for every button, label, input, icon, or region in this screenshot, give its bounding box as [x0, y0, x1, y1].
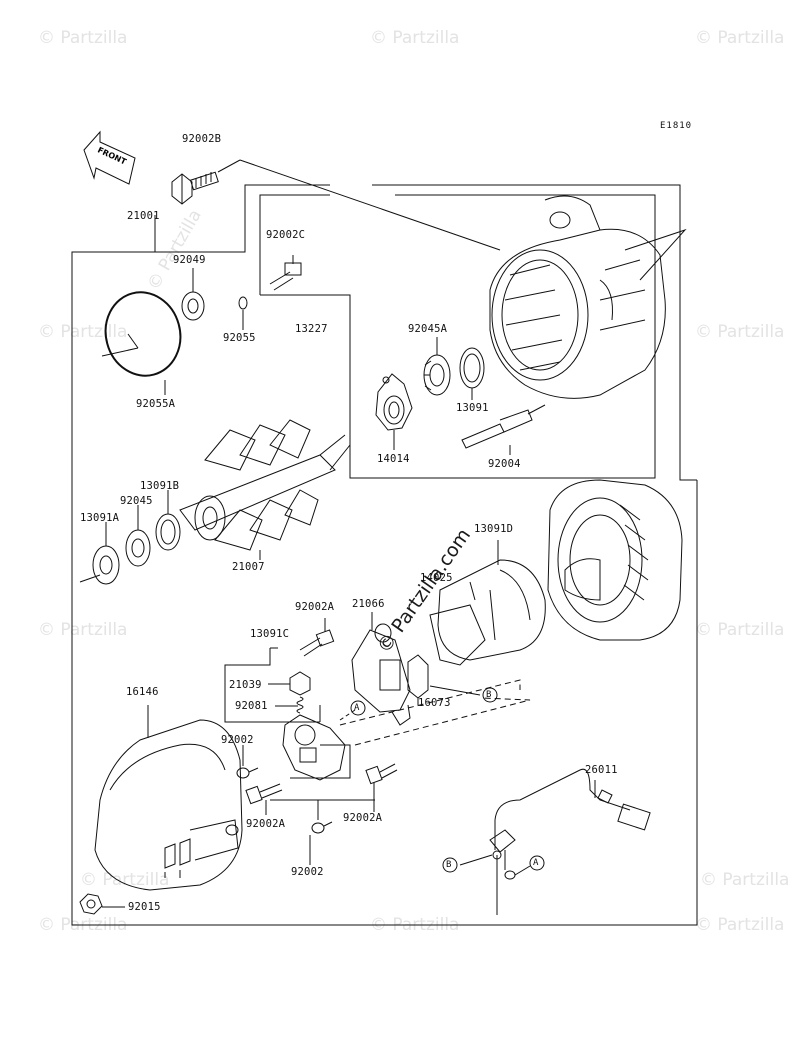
bolt-92002A-lower-left: [245, 783, 283, 815]
bearing-92045: [125, 505, 151, 567]
part-label-21007: 21007: [232, 561, 265, 573]
brush-16073: [407, 654, 429, 705]
part-label-92045: 92045: [120, 495, 153, 507]
callout-b-circle: [442, 857, 458, 873]
part-label-26011: 26011: [585, 764, 618, 776]
bearing-92045A: [423, 337, 451, 396]
part-label-13091: 13091: [456, 402, 489, 414]
part-label-92002A: 92002A: [295, 601, 335, 613]
bolt-92002-lower: [309, 821, 333, 865]
front-arrow-icon: [83, 130, 136, 185]
plate-14014: [375, 373, 413, 450]
regulator-body: [282, 714, 351, 781]
part-label-92004: 92004: [488, 458, 521, 470]
seal-13091B: [155, 490, 181, 551]
part-label-21066: 21066: [352, 598, 385, 610]
part-label-92045A: 92045A: [408, 323, 448, 335]
watermark: © Partzilla: [38, 620, 128, 640]
diagram-code: E1810: [660, 121, 693, 131]
assembly-frame-upper: [155, 184, 330, 253]
bolt-92002-upper: [236, 745, 259, 779]
assembly-frame-right: [372, 184, 697, 481]
part-label-16073: 16073: [418, 697, 451, 709]
watermark: © Partzilla: [700, 870, 790, 890]
part-label-16146: 16146: [126, 686, 159, 698]
spring-92081: [275, 696, 304, 714]
watermark: © Partzilla: [695, 28, 785, 48]
callout-a-circle: [529, 855, 545, 871]
part-label-13091D: 13091D: [474, 523, 514, 535]
brush-21039: [268, 671, 311, 696]
brush-holder-21066: [351, 612, 411, 726]
rectifier-14025: [429, 559, 546, 666]
part-label-92015: 92015: [128, 901, 161, 913]
bolt-92002B: [171, 171, 219, 205]
bolt-92002A-upper: [299, 618, 335, 657]
part-label-92055A: 92055A: [136, 398, 176, 410]
bolt-92002A-lower-right: [365, 763, 398, 812]
part-label-14014: 14014: [377, 453, 410, 465]
part-label-13091A: 13091A: [80, 512, 120, 524]
callout-a-circle: [350, 700, 366, 716]
watermark: © Partzilla: [695, 915, 785, 935]
stud-92004: [461, 404, 546, 455]
seal-13091: [459, 347, 485, 400]
watermark: © Partzilla: [695, 620, 785, 640]
part-label-14025: 14025: [420, 572, 453, 584]
callout-a: A: [354, 703, 360, 713]
o-ring-92055A: [104, 291, 182, 377]
seal-13091A: [79, 522, 120, 585]
bolt-92002C: [269, 255, 302, 291]
watermark: © Partzilla: [38, 28, 128, 48]
rear-housing: [547, 479, 683, 641]
part-label-21039: 21039: [229, 679, 262, 691]
watermark: © Partzilla: [695, 322, 785, 342]
cover-16146: [94, 705, 243, 891]
part-label-92002A: 92002A: [343, 812, 383, 824]
callout-b: B: [486, 690, 492, 700]
part-label-13227: 13227: [295, 323, 328, 335]
part-label-92002: 92002: [291, 866, 324, 878]
harness-26011: [459, 768, 651, 915]
assembly-frame: [71, 215, 698, 926]
o-ring-92055: [238, 296, 248, 310]
part-label-92002: 92002: [221, 734, 254, 746]
part-label-13091C: 13091C: [250, 628, 290, 640]
nut-92015: [79, 893, 125, 915]
callout-b-circle: [482, 687, 498, 703]
part-label-13091B: 13091B: [140, 480, 180, 492]
callout-b: B: [446, 860, 452, 870]
bracket-13091C: [224, 648, 320, 723]
part-label-92002A: 92002A: [246, 818, 286, 830]
bearing-92049: [181, 268, 205, 321]
part-label-92002C: 92002C: [266, 229, 306, 241]
part-label-21001: 21001: [127, 210, 160, 222]
rotor-21007: [179, 419, 351, 560]
part-label-92081: 92081: [235, 700, 268, 712]
watermark: © Partzilla: [80, 870, 170, 890]
part-label-92049: 92049: [173, 254, 206, 266]
watermark: © Partzilla: [370, 28, 460, 48]
alternator-housing-21001: [489, 195, 687, 399]
callout-a: A: [533, 858, 539, 868]
part-label-92055: 92055: [223, 332, 256, 344]
part-label-92002B: 92002B: [182, 133, 222, 145]
inner-frame: [260, 194, 656, 479]
